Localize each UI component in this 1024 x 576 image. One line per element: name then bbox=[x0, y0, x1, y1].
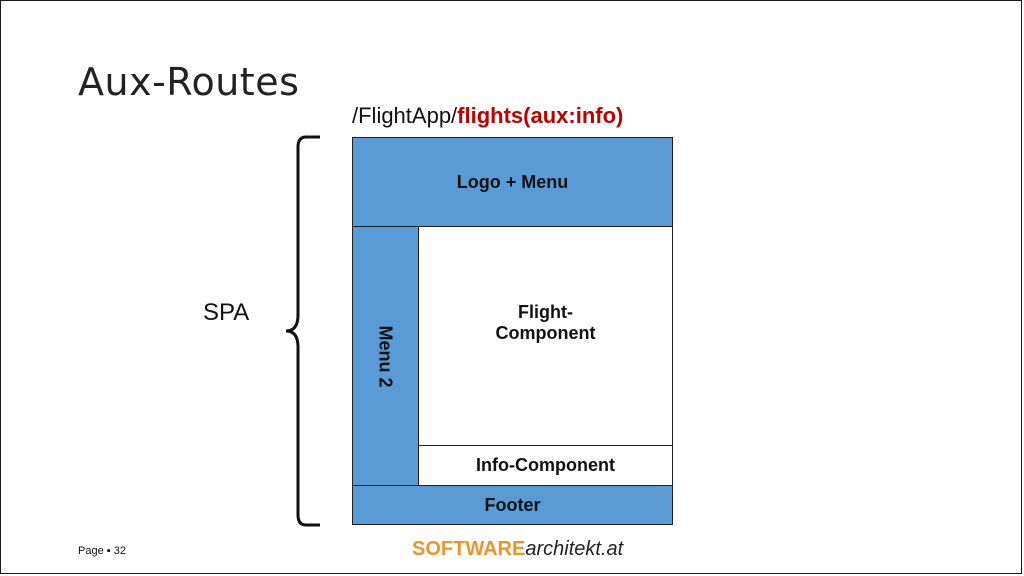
main-outlet-box: Flight- Component bbox=[418, 226, 673, 446]
main-outlet-label-line2: Component bbox=[495, 323, 596, 343]
header-box-label: Logo + Menu bbox=[456, 171, 569, 192]
footer-box-label: Footer bbox=[484, 494, 541, 515]
header-box: Logo + Menu bbox=[352, 137, 673, 227]
slide-title: Aux-Routes bbox=[78, 60, 300, 104]
footer-box: Footer bbox=[352, 485, 673, 525]
sidebar-box-label: Menu 2 bbox=[375, 324, 396, 388]
route-prefix: /FlightApp/ bbox=[352, 103, 458, 128]
brand-logo: SOFTWAREarchitekt.at bbox=[412, 538, 623, 561]
aux-outlet-box: Info-Component bbox=[418, 445, 673, 486]
route-url: /FlightApp/flights(aux:info) bbox=[352, 103, 623, 129]
curly-brace bbox=[285, 135, 320, 527]
brand-bold: SOFTWARE bbox=[412, 538, 526, 560]
brand-italic: architekt.at bbox=[525, 538, 624, 560]
route-aux-segment: flights(aux:info) bbox=[457, 103, 624, 128]
aux-outlet-label: Info-Component bbox=[476, 455, 615, 475]
sidebar-box: Menu 2 bbox=[352, 226, 419, 486]
page-number: Page ▪ 32 bbox=[78, 545, 126, 557]
spa-label: SPA bbox=[203, 299, 250, 326]
main-outlet-label-line1: Flight- bbox=[518, 302, 573, 322]
